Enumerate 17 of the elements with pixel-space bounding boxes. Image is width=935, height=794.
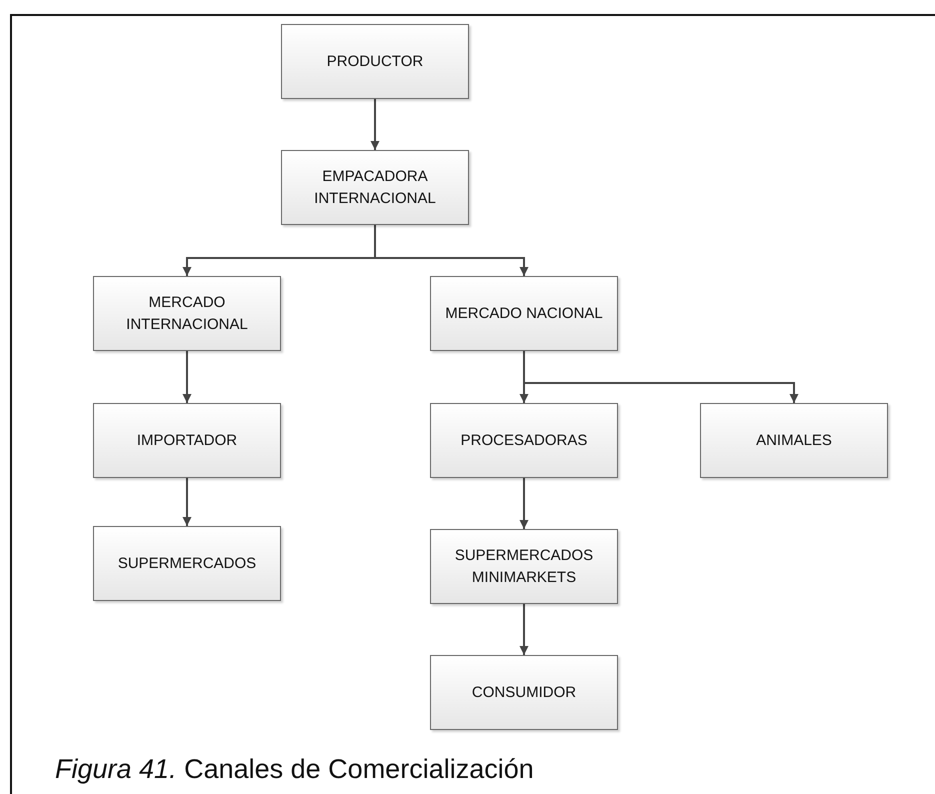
process-box: MERCADO INTERNACIONAL: [93, 276, 281, 351]
process-box: PRODUCTOR: [281, 24, 469, 99]
process-box: ANIMALES: [700, 403, 888, 478]
process-box: SUPERMERCADOS MINIMARKETS: [430, 529, 618, 604]
arrow: [523, 351, 798, 403]
arrow: [182, 478, 192, 526]
figure-caption: Figura 41. Canales de Comercialización: [55, 754, 534, 785]
process-box: SUPERMERCADOS: [93, 526, 281, 601]
process-box: IMPORTADOR: [93, 403, 281, 478]
process-box: EMPACADORA INTERNACIONAL: [281, 150, 469, 225]
arrow: [520, 478, 528, 529]
process-box: CONSUMIDOR: [430, 655, 618, 730]
process-box: MERCADO NACIONAL: [430, 276, 618, 351]
arrow: [182, 351, 192, 403]
arrow: [370, 99, 380, 150]
arrow: [520, 604, 528, 655]
process-box: PROCESADORAS: [430, 403, 618, 478]
